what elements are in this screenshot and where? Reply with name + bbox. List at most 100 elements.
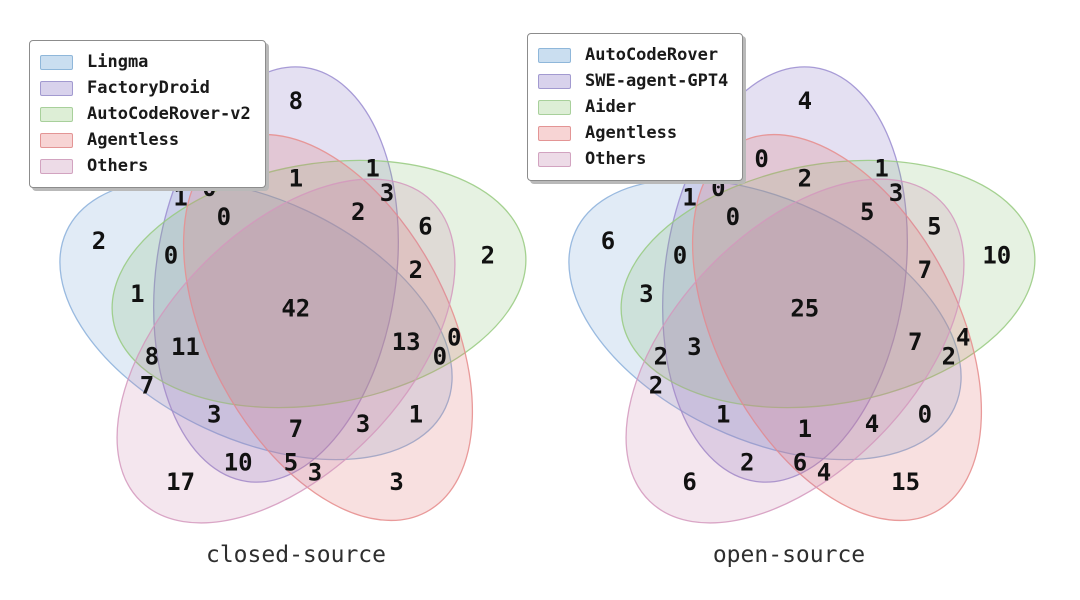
legend-swatch-icon [40, 158, 73, 174]
venn-count-01101: 3 [889, 179, 903, 207]
legend-label: FactoryDroid [87, 77, 210, 98]
venn-count-10100: 3 [639, 280, 653, 308]
venn-count-01100: 1 [874, 155, 888, 183]
venn-count-10001: 2 [649, 372, 663, 400]
venn-count-11110: 0 [726, 203, 740, 231]
venn-count-00100: 2 [481, 241, 495, 269]
legend-item: FactoryDroid [40, 75, 251, 101]
venn-count-10011: 3 [356, 410, 370, 438]
venn-count-11101: 11 [171, 333, 200, 361]
venn-count-00111: 7 [918, 256, 932, 284]
legend-item: Lingma [40, 49, 251, 75]
venn-count-00011: 3 [308, 458, 322, 486]
legend-swatch-icon [40, 106, 73, 122]
venn-count-11111: 42 [281, 295, 310, 323]
venn-count-01010: 0 [754, 145, 768, 173]
legend-item: Agentless [538, 120, 728, 146]
venn-count-10101: 2 [654, 343, 668, 371]
venn-count-11111: 25 [790, 295, 819, 323]
venn-count-01001: 2 [740, 449, 754, 477]
legend-label: Agentless [585, 122, 678, 143]
legend-label: Lingma [87, 51, 149, 72]
venn-count-01011: 6 [793, 449, 807, 477]
venn-count-10010: 1 [409, 401, 423, 429]
legend-swatch-icon [40, 54, 73, 70]
legend-label: Others [87, 155, 149, 176]
legend-item: Aider [538, 94, 728, 120]
venn-diagram-closed-source: 271318013130701104217332602810051312 [59, 66, 527, 524]
venn-count-10111: 13 [392, 328, 421, 356]
venn-count-11010: 0 [711, 174, 725, 202]
set-ellipse-3 [620, 159, 1036, 409]
venn-count-00001: 6 [682, 468, 696, 496]
venn-count-01101: 3 [380, 179, 394, 207]
venn-count-01111: 2 [351, 198, 365, 226]
venn-count-10100: 1 [130, 280, 144, 308]
venn-count-10111: 7 [908, 328, 922, 356]
legend-item: AutoCodeRover-v2 [40, 101, 251, 127]
venn-count-10110: 0 [433, 343, 447, 371]
venn-count-00100: 10 [982, 241, 1011, 269]
venn-count-00101: 5 [927, 213, 941, 241]
venn-count-10001: 7 [140, 372, 154, 400]
legend-swatch-icon [538, 125, 571, 141]
venn-count-11000: 1 [173, 184, 187, 212]
venn-count-10000: 6 [601, 227, 615, 255]
venn-count-11100: 0 [673, 241, 687, 269]
legend-item: Others [538, 146, 728, 172]
legend-label: Aider [585, 96, 637, 117]
legend-swatch-icon [538, 73, 571, 89]
venn-count-00111: 2 [409, 256, 423, 284]
legend-label: AutoCodeRover [585, 44, 719, 65]
legend-label: Others [585, 148, 647, 169]
legend-item: AutoCodeRover [538, 42, 728, 68]
panel-caption: closed-source [205, 542, 386, 568]
venn-count-01000: 4 [798, 87, 812, 115]
venn-count-11100: 0 [164, 241, 178, 269]
venn-count-01100: 1 [365, 155, 379, 183]
legend-item: Others [40, 153, 251, 179]
legend-swatch-icon [538, 151, 571, 167]
legend-label: SWE-agent-GPT4 [585, 70, 729, 91]
venn-count-10010: 0 [918, 401, 932, 429]
venn-count-00110: 4 [956, 323, 970, 351]
venn-count-01011: 5 [284, 449, 298, 477]
venn-count-00011: 4 [817, 458, 831, 486]
venn-count-00101: 6 [418, 213, 432, 241]
venn-count-11011: 1 [798, 415, 812, 443]
set-ellipse-5 [625, 178, 965, 524]
venn-count-01000: 8 [289, 87, 303, 115]
legend-item: Agentless [40, 127, 251, 153]
set-ellipse-5 [116, 178, 456, 524]
venn-count-00010: 15 [891, 468, 920, 496]
venn-count-01110: 2 [798, 164, 812, 192]
set-ellipse-3 [111, 159, 527, 409]
venn-count-10101: 8 [145, 343, 159, 371]
venn-count-10000: 2 [92, 227, 106, 255]
legend-label: Agentless [87, 129, 180, 150]
panel-closed-source: 271318013130701104217332602810051312 Lin… [29, 40, 527, 568]
venn-count-10011: 4 [865, 410, 879, 438]
venn-count-01111: 5 [860, 198, 874, 226]
venn-count-11110: 0 [217, 203, 231, 231]
venn-count-11001: 3 [207, 401, 221, 429]
venn-count-00001: 17 [166, 468, 195, 496]
venn-count-00010: 3 [389, 468, 403, 496]
legend-label: AutoCodeRover-v2 [87, 103, 251, 124]
venn-count-01001: 10 [224, 449, 253, 477]
legend-swatch-icon [40, 132, 73, 148]
venn-count-01110: 1 [289, 164, 303, 192]
venn-count-10110: 2 [942, 343, 956, 371]
legend-item: SWE-agent-GPT4 [538, 68, 728, 94]
legend-swatch-icon [538, 99, 571, 115]
panel-caption: open-source [712, 542, 866, 568]
venn-count-11000: 1 [682, 184, 696, 212]
venn-count-00110: 0 [447, 323, 461, 351]
venn-count-11101: 3 [687, 333, 701, 361]
legend-swatch-icon [40, 80, 73, 96]
legend-swatch-icon [538, 47, 571, 63]
